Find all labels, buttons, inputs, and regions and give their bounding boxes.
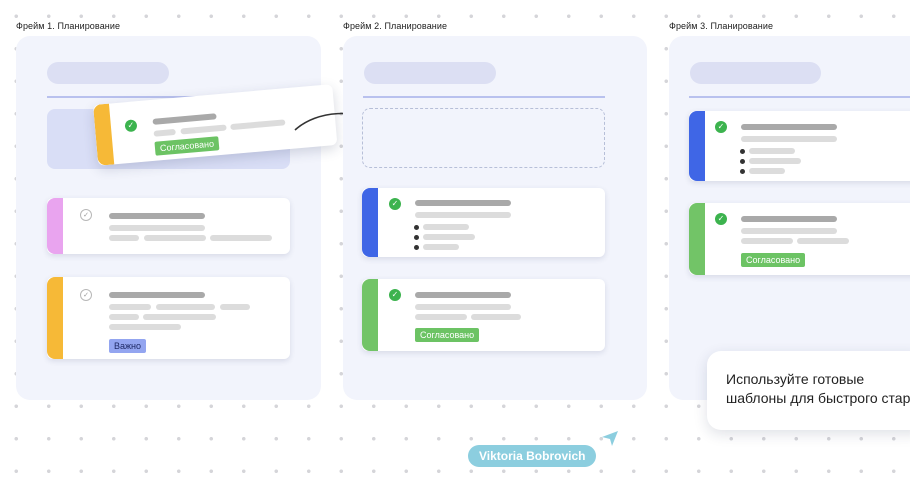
text-placeholder — [797, 238, 849, 244]
check-icon[interactable]: ✓ — [389, 289, 401, 301]
text-placeholder — [109, 314, 139, 320]
text-placeholder — [415, 314, 467, 320]
frame-header-placeholder — [364, 62, 496, 84]
check-empty-icon[interactable]: ✓ — [80, 289, 92, 301]
text-placeholder — [180, 124, 227, 135]
important-badge: Важно — [109, 339, 147, 353]
bullet-icon — [740, 169, 745, 174]
text-placeholder — [152, 113, 217, 125]
text-placeholder — [109, 292, 205, 298]
task-card[interactable]: ✓ Важно — [47, 277, 290, 359]
text-placeholder — [741, 136, 837, 142]
task-card[interactable]: ✓ Согласовано — [362, 279, 605, 351]
text-placeholder — [109, 235, 139, 241]
task-card[interactable]: ✓ — [689, 111, 910, 181]
frame-3[interactable]: ✓ ✓ Согласовано — [669, 36, 910, 400]
card-color-stripe — [362, 188, 378, 257]
text-placeholder — [220, 304, 250, 310]
text-placeholder — [749, 148, 795, 154]
task-card[interactable]: ✓ Согласовано — [689, 203, 910, 275]
text-placeholder — [749, 158, 801, 164]
text-placeholder — [741, 228, 837, 234]
frame-1-title: Фрейм 1. Планирование — [16, 21, 121, 31]
text-placeholder — [423, 224, 469, 230]
text-placeholder — [144, 235, 206, 241]
frame-2[interactable]: ✓ ✓ Согласовано — [343, 36, 647, 400]
frame-2-title: Фрейм 2. Планирование — [343, 21, 448, 31]
text-placeholder — [153, 128, 176, 137]
frame-header-placeholder — [690, 62, 821, 84]
card-color-stripe — [689, 203, 705, 275]
hint-text: Используйте готовые шаблоны для быстрого… — [726, 371, 910, 406]
text-placeholder — [109, 324, 181, 330]
text-placeholder — [415, 212, 511, 218]
bullet-icon — [740, 159, 745, 164]
divider — [363, 96, 605, 98]
task-card[interactable]: ✓ — [362, 188, 605, 257]
check-icon[interactable]: ✓ — [715, 121, 727, 133]
collaborator-name-tag: Viktoria Bobrovich — [468, 445, 597, 467]
text-placeholder — [109, 225, 205, 231]
bullet-icon — [414, 245, 419, 250]
card-color-stripe — [47, 277, 63, 359]
frame-header-placeholder — [47, 62, 169, 84]
text-placeholder — [156, 304, 215, 310]
approved-badge: Согласовано — [741, 253, 806, 267]
text-placeholder — [143, 314, 216, 320]
card-color-stripe — [47, 198, 63, 254]
hint-tooltip: Используйте готовые шаблоны для быстрого… — [707, 351, 910, 430]
approved-badge: Согласовано — [154, 136, 220, 156]
card-color-stripe — [362, 279, 378, 351]
bullet-icon — [414, 235, 419, 240]
text-placeholder — [210, 235, 272, 241]
text-placeholder — [741, 238, 793, 244]
divider — [47, 96, 289, 98]
text-placeholder — [741, 124, 837, 130]
drop-zone[interactable] — [362, 108, 605, 168]
text-placeholder — [230, 119, 286, 131]
bullet-icon — [740, 149, 745, 154]
text-placeholder — [423, 234, 475, 240]
approved-badge: Согласовано — [415, 328, 480, 342]
card-color-stripe — [689, 111, 705, 181]
text-placeholder — [741, 216, 837, 222]
task-card[interactable]: ✓ — [47, 198, 290, 254]
divider — [689, 96, 910, 98]
text-placeholder — [471, 314, 521, 320]
frame-3-title: Фрейм 3. Планирование — [669, 21, 774, 31]
check-icon[interactable]: ✓ — [124, 119, 138, 133]
text-placeholder — [423, 244, 459, 250]
text-placeholder — [109, 213, 205, 219]
text-placeholder — [415, 292, 511, 298]
text-placeholder — [415, 200, 511, 206]
text-placeholder — [749, 168, 785, 174]
check-icon[interactable]: ✓ — [389, 198, 401, 210]
text-placeholder — [109, 304, 151, 310]
text-placeholder — [415, 304, 511, 310]
bullet-icon — [414, 225, 419, 230]
send-arrow-icon — [602, 431, 618, 446]
check-empty-icon[interactable]: ✓ — [80, 209, 92, 221]
check-icon[interactable]: ✓ — [715, 213, 727, 225]
